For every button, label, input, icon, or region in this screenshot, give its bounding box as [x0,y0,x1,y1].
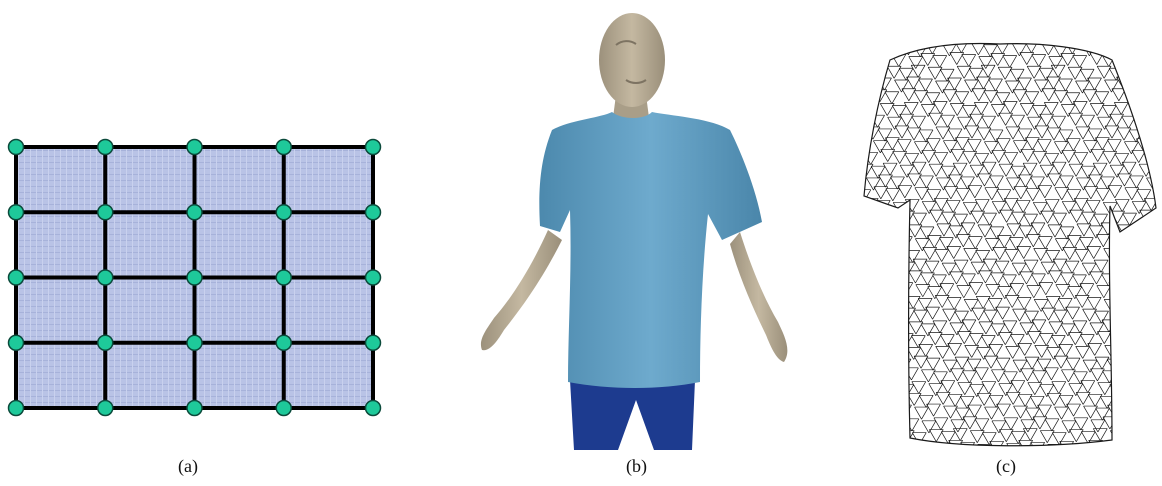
grid-node [186,204,203,221]
grid-node [364,138,382,156]
grid-node [275,399,292,417]
avatar-right-arm [730,232,788,362]
grid-node [97,334,114,351]
grid-node [275,334,292,351]
grid-node [275,138,292,156]
grid-nodes [7,138,382,417]
fabric-grid-svg [7,138,382,417]
avatar-face-shade [615,40,647,84]
caption-b: (b) [626,456,647,476]
grid-node [275,204,292,221]
grid-node [7,334,25,351]
mesh-shirt-svg [863,42,1157,447]
panel-a-fabric-grid [0,0,390,486]
grid-node [97,269,114,286]
grid-node [7,138,25,156]
grid-node [7,269,25,286]
grid-node [364,204,382,221]
caption-a: (a) [178,456,198,476]
avatar-shirt [539,112,762,388]
grid-node [97,204,114,221]
grid-node [186,399,203,417]
grid-node [97,138,114,156]
mesh-outline [863,42,1157,447]
grid-node [186,269,203,286]
mesh-triangles [864,43,1156,446]
grid-node [186,138,203,156]
grid-node [186,334,203,351]
panel-c-mesh-shirt [850,0,1162,486]
grid-node [97,399,114,417]
avatar-head [599,13,665,107]
grid-node [364,399,382,417]
avatar-left-arm [480,230,562,351]
panel-b-avatar [440,0,820,486]
avatar-svg [480,13,788,450]
mesh-edge-lines [864,43,1156,446]
grid-node [7,399,25,417]
grid-node [275,269,292,286]
avatar-pants [570,380,695,450]
caption-c: (c) [996,456,1016,476]
grid-node [364,269,382,286]
grid-node [364,334,382,351]
grid-node [7,204,25,221]
